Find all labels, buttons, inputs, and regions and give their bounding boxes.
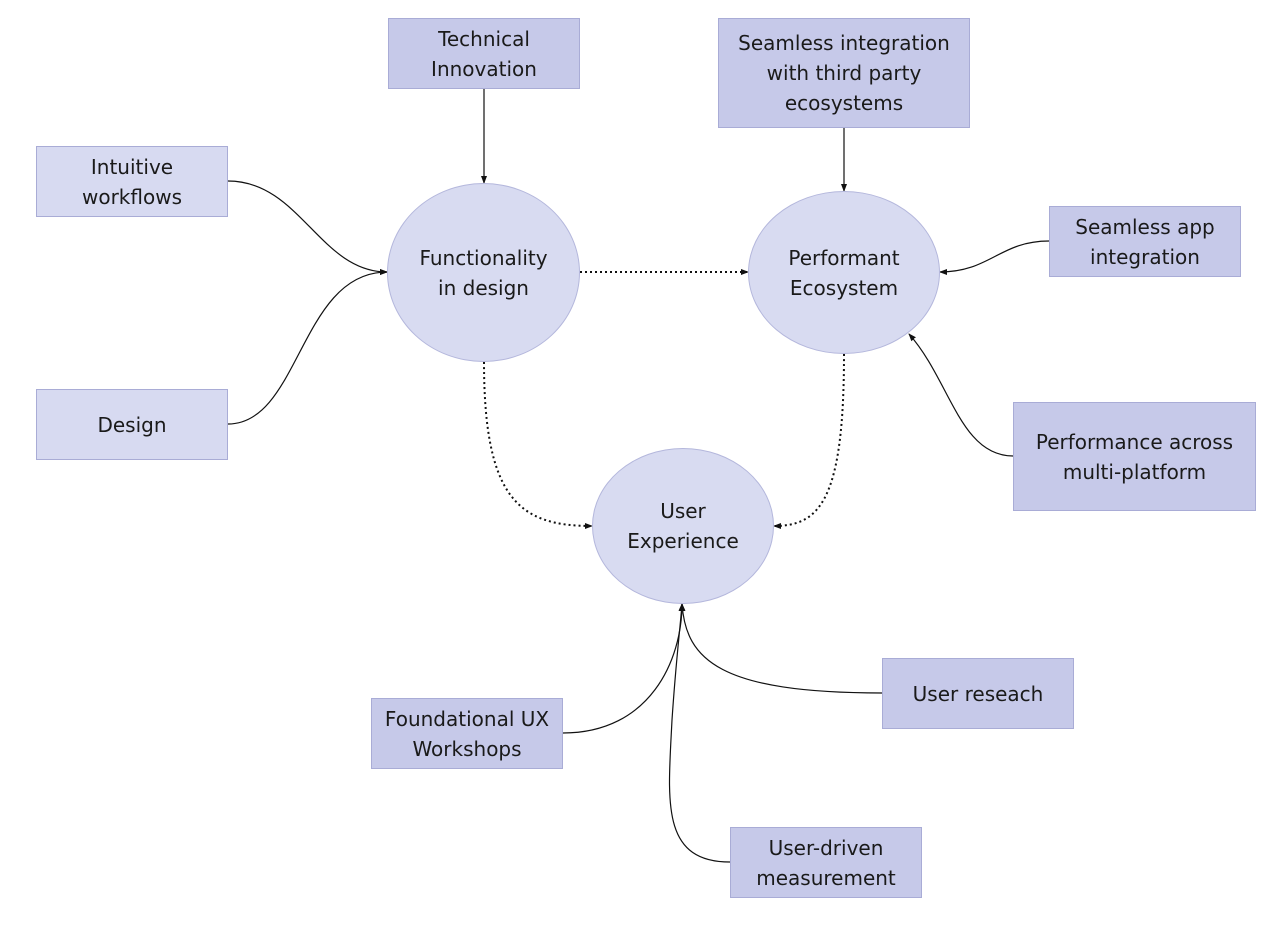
node-user-experience[interactable]: User Experience bbox=[592, 448, 774, 604]
edge-multi-platform-to-performant bbox=[908, 333, 1014, 457]
node-user-driven-measurement[interactable]: User-driven measurement bbox=[730, 827, 922, 898]
node-functionality-in-design[interactable]: Functionality in design bbox=[387, 183, 580, 362]
edge-user-research-to-user-experience bbox=[679, 603, 883, 694]
node-seamless-third-party[interactable]: Seamless integration with third party ec… bbox=[718, 18, 970, 128]
edge-performant-to-user-experience bbox=[773, 353, 845, 529]
node-technical-innovation[interactable]: Technical Innovation bbox=[388, 18, 580, 89]
node-design[interactable]: Design bbox=[36, 389, 228, 460]
edge-workshops-to-user-experience bbox=[562, 603, 685, 734]
node-performance-multi-platform[interactable]: Performance across multi-platform bbox=[1013, 402, 1256, 511]
node-foundational-ux-workshops[interactable]: Foundational UX Workshops bbox=[371, 698, 563, 769]
edge-functionality-to-user-experience bbox=[483, 361, 593, 529]
edge-intuitive-workflows-to-functionality bbox=[227, 180, 388, 275]
node-performant-ecosystem[interactable]: Performant Ecosystem bbox=[748, 191, 940, 354]
edge-measurement-to-user-experience bbox=[668, 603, 731, 863]
edge-design-to-functionality bbox=[227, 269, 388, 425]
node-user-research[interactable]: User reseach bbox=[882, 658, 1074, 729]
node-intuitive-workflows[interactable]: Intuitive workflows bbox=[36, 146, 228, 217]
edge-app-integration-to-performant bbox=[939, 240, 1050, 275]
node-seamless-app-integration[interactable]: Seamless app integration bbox=[1049, 206, 1241, 277]
